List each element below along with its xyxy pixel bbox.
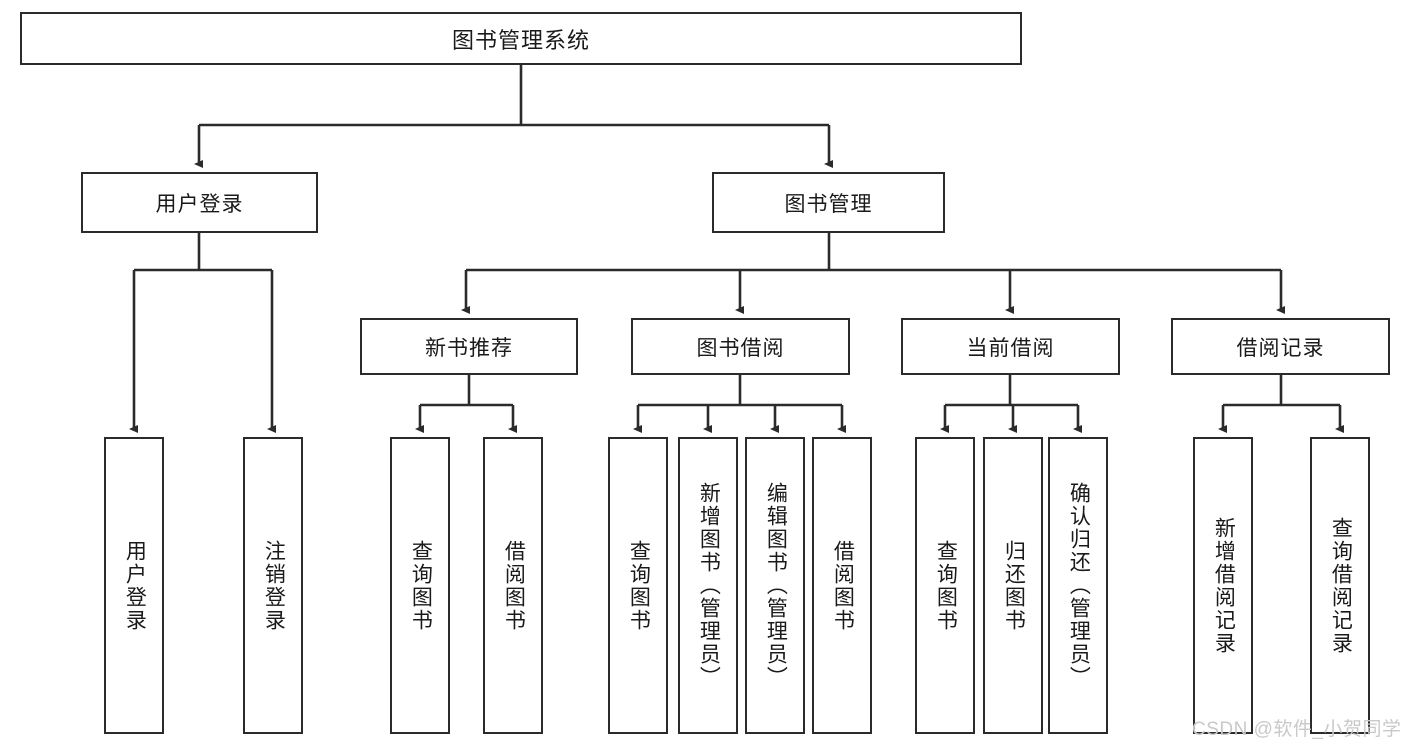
csdn-watermark: CSDN @软件_小贺同学 [1192, 719, 1402, 740]
leaf-query-book-current[interactable]: 查询图书 [915, 437, 975, 734]
leaf-borrow-book-recommend[interactable]: 借阅图书 [483, 437, 543, 734]
node-user-login-label: 用户登录 [155, 192, 244, 216]
leaf-query-borrow-record[interactable]: 查询借阅记录 [1310, 437, 1370, 734]
node-book-management[interactable]: 图书管理 [712, 172, 945, 233]
leaf-return-book-label: 归还图书 [1002, 539, 1026, 632]
leaf-user-login-label: 用户登录 [123, 539, 147, 632]
leaf-query-book-borrow-label: 查询图书 [627, 539, 651, 632]
leaf-borrow-book[interactable]: 借阅图书 [812, 437, 872, 734]
leaf-confirm-return-admin[interactable]: 确认归还（管理员） [1048, 437, 1108, 734]
leaf-return-book[interactable]: 归还图书 [983, 437, 1043, 734]
node-book-management-label: 图书管理 [784, 192, 873, 216]
leaf-user-logout[interactable]: 注销登录 [243, 437, 303, 734]
leaf-confirm-return-admin-label: 确认归还（管理员） [1067, 482, 1091, 689]
node-new-book-recommend[interactable]: 新书推荐 [360, 318, 578, 375]
leaf-user-logout-label: 注销登录 [262, 539, 286, 632]
node-new-book-recommend-label: 新书推荐 [425, 336, 513, 360]
node-book-borrow-label: 图书借阅 [696, 336, 785, 360]
leaf-query-borrow-record-label: 查询借阅记录 [1329, 516, 1353, 655]
leaf-edit-book-admin-label: 编辑图书（管理员） [764, 482, 788, 689]
leaf-borrow-book-recommend-label: 借阅图书 [502, 539, 526, 632]
leaf-add-book-admin-label: 新增图书（管理员） [697, 482, 721, 689]
leaf-add-borrow-record[interactable]: 新增借阅记录 [1193, 437, 1253, 734]
node-borrow-record[interactable]: 借阅记录 [1171, 318, 1390, 375]
node-user-login[interactable]: 用户登录 [81, 172, 318, 233]
leaf-borrow-book-label: 借阅图书 [831, 539, 855, 632]
node-root-label: 图书管理系统 [451, 27, 590, 53]
node-borrow-record-label: 借阅记录 [1236, 336, 1325, 360]
node-current-borrow[interactable]: 当前借阅 [901, 318, 1120, 375]
leaf-add-borrow-record-label: 新增借阅记录 [1212, 516, 1236, 655]
node-root[interactable]: 图书管理系统 [20, 12, 1022, 65]
node-book-borrow[interactable]: 图书借阅 [631, 318, 850, 375]
leaf-add-book-admin[interactable]: 新增图书（管理员） [678, 437, 738, 734]
leaf-query-book-recommend[interactable]: 查询图书 [390, 437, 450, 734]
leaf-edit-book-admin[interactable]: 编辑图书（管理员） [745, 437, 805, 734]
leaf-query-book-recommend-label: 查询图书 [409, 539, 433, 632]
leaf-query-book-borrow[interactable]: 查询图书 [608, 437, 668, 734]
node-current-borrow-label: 当前借阅 [966, 336, 1055, 360]
leaf-query-book-current-label: 查询图书 [934, 539, 958, 632]
leaf-user-login[interactable]: 用户登录 [104, 437, 164, 734]
